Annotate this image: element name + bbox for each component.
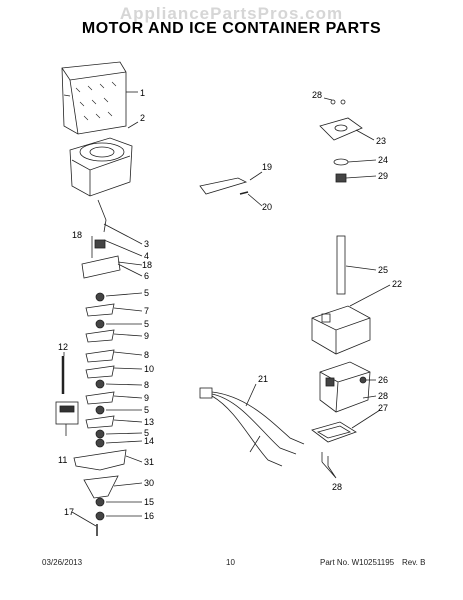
footer-page-number: 10: [226, 558, 235, 567]
callout: 29: [378, 171, 388, 181]
left-stack: [73, 239, 127, 536]
callout: 18: [142, 260, 152, 270]
ice-container: [61, 61, 127, 135]
callout: 22: [392, 279, 402, 289]
callout: 26: [378, 375, 388, 385]
callout: 31: [144, 457, 154, 467]
wire-harness: [199, 387, 305, 467]
switch-block: [55, 401, 79, 425]
callout: 28: [378, 391, 388, 401]
callout: 21: [258, 374, 268, 384]
footer-date: 03/26/2013: [42, 558, 83, 567]
callout: 10: [144, 364, 154, 374]
motor-mount-plate: [319, 99, 363, 295]
callout: 9: [144, 331, 149, 341]
callout: 8: [144, 350, 149, 360]
callout: 16: [144, 511, 154, 521]
footer-part-number: Part No. W10251195: [320, 558, 395, 567]
callout: 5: [144, 288, 149, 298]
page-title: MOTOR AND ICE CONTAINER PARTS: [81, 20, 382, 37]
auger-housing: [69, 137, 133, 197]
callout: 11: [58, 455, 67, 465]
motor: [319, 361, 371, 413]
callout: 19: [262, 162, 272, 172]
callout-labels: 1 2 3 4 18 6 18 5 7 5 9 8 10 8 9 5 13 5 …: [58, 88, 402, 521]
auger-rod: [97, 199, 107, 233]
callout: 1: [140, 88, 145, 98]
bracket: [199, 177, 248, 195]
callout: 28: [332, 482, 342, 492]
callout: 23: [376, 136, 386, 146]
callout: 7: [144, 306, 149, 316]
callout: 25: [378, 265, 388, 275]
callout: 20: [262, 202, 272, 212]
callout: 4: [144, 251, 149, 261]
motor-cover: [311, 305, 371, 355]
callout: 8: [144, 380, 149, 390]
footer-revision: Rev. B: [402, 558, 426, 567]
callout: 24: [378, 155, 388, 165]
callout: 2: [140, 113, 145, 123]
callout: 5: [144, 319, 149, 329]
gasket: [311, 421, 357, 443]
callout: 5: [144, 428, 149, 438]
callout: 18: [72, 230, 82, 240]
callout: 27: [378, 403, 388, 413]
callout: 5: [144, 405, 149, 415]
callout: 17: [64, 507, 74, 517]
callout: 30: [144, 478, 154, 488]
callout: 12: [58, 342, 68, 352]
callout: 15: [144, 497, 154, 507]
callout: 9: [144, 393, 149, 403]
callout: 14: [144, 436, 154, 446]
callout: 13: [144, 417, 154, 427]
callout: 28: [312, 90, 322, 100]
watermark: AppliancePartsPros.com: [119, 4, 344, 23]
callout: 6: [144, 271, 149, 281]
callout: 3: [144, 239, 149, 249]
